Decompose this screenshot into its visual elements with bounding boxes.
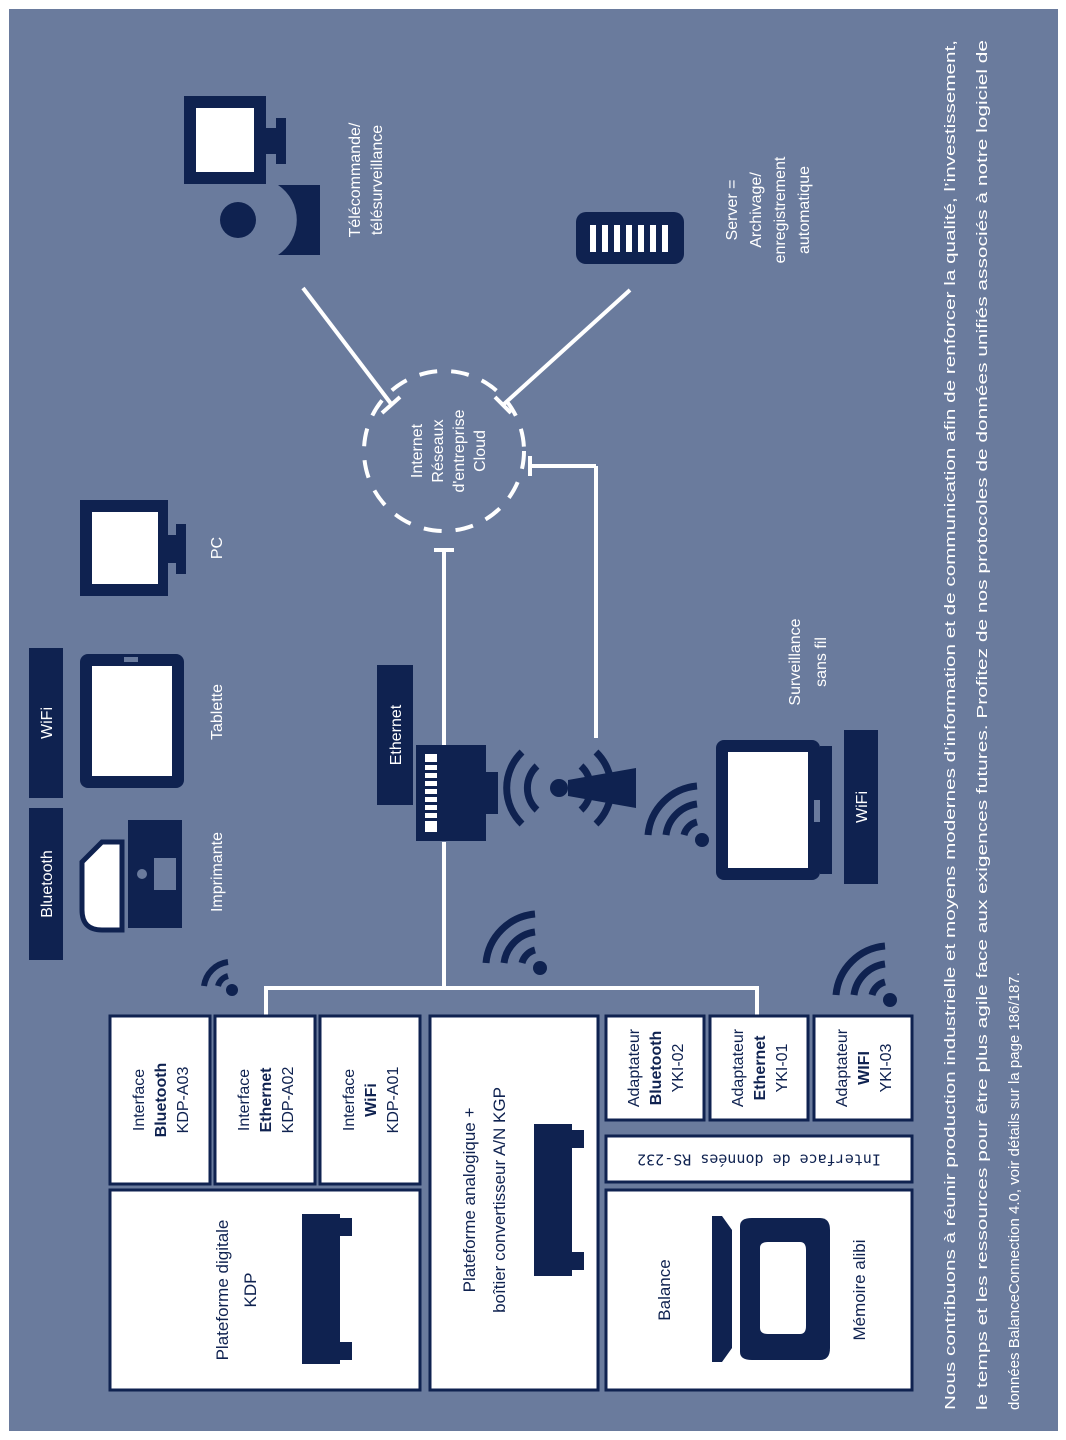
cloud-text-3: d'entreprise: [451, 409, 468, 492]
cloud-text-1: Internet: [409, 423, 426, 478]
remote-link-cap: [380, 395, 402, 415]
cloud-node: Internet Réseaux d'entreprise Cloud: [362, 369, 526, 533]
svg-text:Archivage/: Archivage/: [748, 172, 765, 248]
person-icon: [220, 185, 320, 255]
svg-text:WiFi: WiFi: [39, 707, 56, 739]
balance-box: Balance Mémoire alibi: [604, 1188, 914, 1392]
svg-text:Ethernet: Ethernet: [388, 704, 405, 765]
bus-line: [264, 986, 759, 1015]
remote-link: [301, 286, 394, 407]
adapter-ethernet-box: Adaptateur Ethernet YKI-01: [708, 1014, 810, 1122]
svg-text:KDP-A03: KDP-A03: [175, 1067, 192, 1134]
wifi-signal-icon-2: [482, 910, 547, 975]
connection-lines: [264, 286, 759, 1015]
tablet-icon: [80, 654, 184, 788]
footer-line-3: données BalanceConnection 4.0, voir déta…: [1006, 972, 1023, 1410]
svg-text:WiFi: WiFi: [363, 1083, 380, 1117]
svg-text:YKI-03: YKI-03: [878, 1043, 895, 1092]
svg-text:Surveillance: Surveillance: [787, 618, 804, 705]
svg-text:télésurveillance: télésurveillance: [369, 125, 386, 235]
svg-text:Ethernet: Ethernet: [258, 1067, 275, 1133]
footer-text: Nous contribuons à réunir production ind…: [942, 40, 1023, 1410]
wireless-monitoring-label: Surveillance sans fil: [787, 618, 830, 705]
antenna-icon: [503, 749, 636, 827]
ethernet-port-icon: [416, 745, 498, 841]
svg-text:Adaptateur: Adaptateur: [834, 1028, 851, 1107]
svg-text:KDP-A02: KDP-A02: [280, 1067, 297, 1134]
svg-text:Server =: Server =: [724, 180, 741, 241]
alibi-memory-label: Mémoire alibi: [850, 1239, 869, 1340]
svg-text:Bluetooth: Bluetooth: [153, 1063, 170, 1138]
footer-line-1: Nous contribuons à réunir production ind…: [942, 40, 959, 1410]
server-label: Server = Archivage/ enregistrement autom…: [724, 156, 813, 263]
tablet-label: Tablette: [209, 684, 226, 740]
server-icon: [576, 212, 684, 264]
svg-text:Interface: Interface: [341, 1069, 358, 1131]
bluetooth-tag: Bluetooth: [29, 808, 63, 960]
svg-text:Plateforme analogique +: Plateforme analogique +: [460, 1108, 479, 1293]
svg-text:Interface de données RS-232: Interface de données RS-232: [637, 1151, 881, 1169]
printer-label: Imprimante: [209, 832, 226, 912]
interface-ethernet-box: Interface Ethernet KDP-A02: [213, 1014, 317, 1186]
adapter-wifi-box: Adaptateur WIFI YKI-03: [812, 1014, 914, 1122]
svg-text:KDP-A01: KDP-A01: [385, 1067, 402, 1134]
printer-icon: [79, 820, 182, 933]
svg-text:boîtier convertisseur A/N KGP: boîtier convertisseur A/N KGP: [490, 1087, 509, 1313]
remote-label: Télécommande/ télésurveillance: [347, 122, 386, 237]
wifi-tag-top: WiFi: [29, 648, 63, 798]
svg-text:Télécommande/: Télécommande/: [347, 122, 364, 237]
laptop-icon: [716, 740, 832, 880]
pc-label: PC: [209, 537, 226, 559]
svg-text:Interface: Interface: [236, 1069, 253, 1131]
svg-text:KDP: KDP: [241, 1273, 260, 1308]
svg-text:Adaptateur: Adaptateur: [730, 1028, 747, 1107]
cloud-text-2: Réseaux: [430, 419, 447, 482]
svg-text:sans fil: sans fil: [813, 637, 830, 687]
svg-text:Bluetooth: Bluetooth: [648, 1031, 665, 1106]
rs232-interface-box: Interface de données RS-232: [604, 1134, 914, 1184]
svg-text:YKI-01: YKI-01: [774, 1043, 791, 1092]
adapter-bluetooth-box: Adaptateur Bluetooth YKI-02: [604, 1014, 706, 1122]
wifi-signal-icon-3: [644, 782, 709, 847]
svg-text:Ethernet: Ethernet: [752, 1035, 769, 1101]
wireless-wifi-tag: WiFi: [844, 730, 878, 884]
svg-text:Plateforme digitale: Plateforme digitale: [213, 1220, 232, 1361]
svg-text:enregistrement: enregistrement: [772, 156, 789, 263]
svg-text:WiFi: WiFi: [854, 791, 871, 823]
digital-platform-icon: [302, 1214, 352, 1364]
pc-icon: [80, 500, 186, 596]
remote-monitor-icon: [184, 96, 286, 184]
svg-text:Adaptateur: Adaptateur: [626, 1028, 643, 1107]
analog-platform-icon: [534, 1124, 584, 1276]
svg-text:Interface: Interface: [131, 1069, 148, 1131]
server-link-cap: [493, 395, 513, 415]
svg-text:Bluetooth: Bluetooth: [39, 850, 56, 918]
balance-icon: [712, 1216, 830, 1362]
server-link: [501, 288, 632, 407]
wifi-signal-icon-4: [832, 942, 897, 1007]
analog-platform-box: Plateforme analogique + boîtier converti…: [428, 1014, 600, 1392]
digital-platform-box: Plateforme digitale KDP: [108, 1188, 422, 1392]
footer-line-2: le temps et les ressources pour être plu…: [974, 40, 991, 1410]
svg-text:automatique: automatique: [796, 166, 813, 254]
cloud-text-4: Cloud: [472, 430, 489, 472]
interface-wifi-box: Interface WiFi KDP-A01: [318, 1014, 422, 1186]
interface-bluetooth-box: Interface Bluetooth KDP-A03: [108, 1014, 212, 1186]
ethernet-tag: Ethernet: [377, 665, 413, 805]
svg-text:YKI-02: YKI-02: [670, 1043, 687, 1092]
svg-text:WIFI: WIFI: [856, 1051, 873, 1085]
balance-label: Balance: [655, 1259, 674, 1320]
wifi-signal-icon-1: [201, 959, 238, 996]
cloud-circle: [362, 369, 526, 533]
